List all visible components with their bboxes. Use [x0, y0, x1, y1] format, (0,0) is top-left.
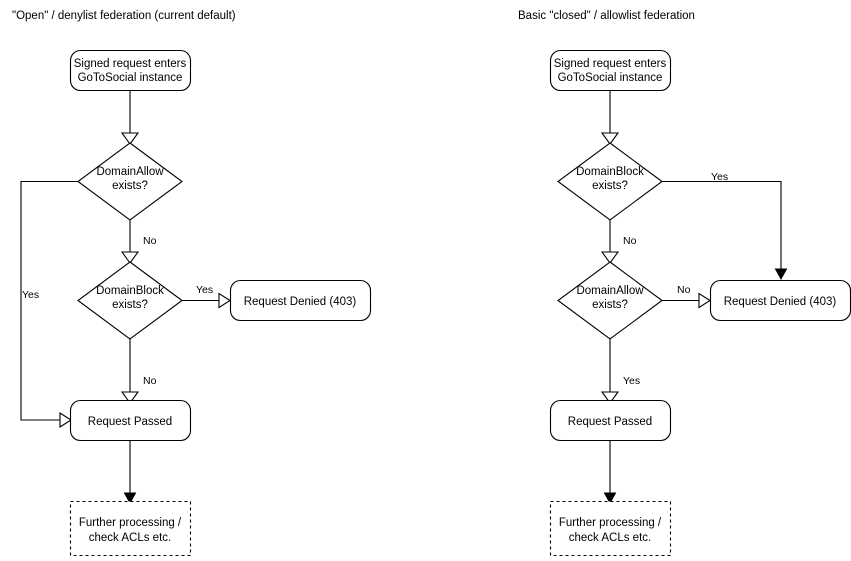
node-request-denied-right[interactable]: Request Denied (403) — [709, 279, 851, 322]
edge-label-allow-no-left: No — [143, 235, 157, 247]
node-domainallow-left-line2: exists? — [112, 180, 148, 192]
node-further-processing-right[interactable]: Further processing / check ACLs etc. — [549, 500, 672, 557]
edge-passed-to-further-left — [123, 441, 137, 505]
edge-entry-to-block-right — [600, 90, 620, 145]
edge-label-allow-no-right: No — [677, 284, 691, 296]
edge-allow-no-to-block-left: No — [120, 220, 157, 264]
node-entry-left-shape — [69, 49, 192, 92]
edge-label-allow-yes-right: Yes — [623, 375, 640, 387]
edge-passed-to-further-right — [603, 441, 617, 505]
panel-closed-allowlist: Basic "closed" / allowlist federation Si… — [518, 10, 851, 557]
node-further-processing-left-shape — [69, 500, 192, 557]
edge-label-block-yes-left: Yes — [196, 284, 213, 296]
node-domainblock-right-line1: DomainBlock — [576, 166, 644, 178]
node-request-denied-left-label: Request Denied (403) — [244, 296, 357, 308]
node-domainblock-left-line2: exists? — [112, 299, 148, 311]
node-entry-left[interactable]: Signed request enters GoToSocial instanc… — [69, 49, 192, 92]
node-further-processing-right-line1: Further processing / — [559, 517, 662, 529]
edge-allow-no-to-denied-right: No — [662, 284, 712, 309]
edge-block-no-to-allow-right: No — [600, 220, 637, 264]
edge-block-yes-to-denied-left: Yes — [182, 284, 232, 309]
node-request-passed-left-label: Request Passed — [88, 416, 172, 428]
edge-entry-to-allow-left — [120, 90, 140, 145]
node-request-passed-left[interactable]: Request Passed — [69, 399, 192, 442]
panel-title-open-denylist: "Open" / denylist federation (current de… — [12, 10, 236, 22]
node-domainallow-right[interactable]: DomainAllow exists? — [557, 261, 663, 340]
node-domainblock-right[interactable]: DomainBlock exists? — [557, 142, 663, 221]
panel-open-denylist: "Open" / denylist federation (current de… — [12, 10, 372, 557]
node-entry-left-line2: GoToSocial instance — [78, 72, 183, 84]
edge-label-block-yes-right: Yes — [711, 171, 728, 183]
panel-title-closed-allowlist: Basic "closed" / allowlist federation — [518, 10, 695, 22]
edge-block-yes-to-denied-right: Yes — [662, 171, 788, 281]
node-entry-right[interactable]: Signed request enters GoToSocial instanc… — [549, 49, 672, 92]
node-request-passed-right[interactable]: Request Passed — [549, 399, 672, 442]
node-further-processing-left-line1: Further processing / — [79, 517, 182, 529]
node-entry-left-line1: Signed request enters — [74, 58, 187, 70]
node-request-passed-left-shape — [69, 399, 192, 442]
node-request-passed-right-shape — [549, 399, 672, 442]
node-domainallow-left-line1: DomainAllow — [96, 166, 164, 178]
node-domainallow-left[interactable]: DomainAllow exists? — [77, 142, 183, 221]
edge-allow-yes-to-passed-right: Yes — [600, 339, 640, 404]
node-domainblock-left[interactable]: DomainBlock exists? — [77, 261, 183, 340]
node-further-processing-left-line2: check ACLs etc. — [89, 532, 171, 544]
edge-label-block-no-right: No — [623, 235, 637, 247]
node-domainblock-left-line1: DomainBlock — [96, 285, 164, 297]
node-domainallow-right-line1: DomainAllow — [576, 285, 644, 297]
node-entry-right-line2: GoToSocial instance — [558, 72, 663, 84]
edge-label-allow-yes-left: Yes — [22, 289, 39, 301]
node-request-passed-right-label: Request Passed — [568, 416, 652, 428]
edge-label-block-no-left: No — [143, 375, 157, 387]
node-request-denied-right-label: Request Denied (403) — [724, 296, 837, 308]
node-entry-right-shape — [549, 49, 672, 92]
node-domainblock-right-line2: exists? — [592, 180, 628, 192]
node-request-denied-left[interactable]: Request Denied (403) — [229, 279, 372, 322]
node-further-processing-right-line2: check ACLs etc. — [569, 532, 651, 544]
node-entry-right-line1: Signed request enters — [554, 58, 667, 70]
node-further-processing-right-shape — [549, 500, 672, 557]
node-further-processing-left[interactable]: Further processing / check ACLs etc. — [69, 500, 192, 557]
edge-allow-yes-to-passed-left: Yes — [20, 180, 78, 429]
edge-block-no-to-passed-left: No — [120, 339, 157, 404]
node-domainallow-right-line2: exists? — [592, 299, 628, 311]
node-request-denied-left-shape — [229, 279, 372, 322]
